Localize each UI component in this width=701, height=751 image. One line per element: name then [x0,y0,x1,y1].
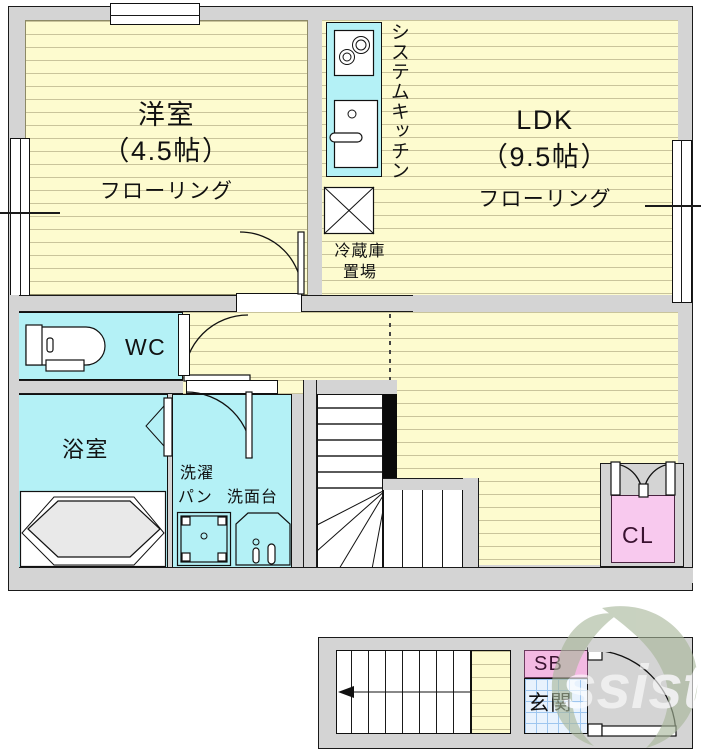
door-swing-hallway [183,314,251,382]
bathtub-icon [19,490,167,568]
upper-floor-left-wall [9,295,19,575]
room-western-size: （4.5帖） [102,136,231,166]
landing-wall [383,478,479,490]
room-ldk-finish: フローリング [478,188,612,211]
room-western-floor [25,20,308,295]
partition-wall-upper-horizontal [9,295,413,312]
landing-wall-right [463,478,479,578]
stair-tread-2 [318,423,382,425]
closet-door-swing[interactable] [609,461,679,498]
refrigerator-space-box [323,186,375,235]
entrance-wall-segment [588,640,610,652]
room-ldk-size: （9.5帖） [480,142,610,172]
window-western-top-mullion [110,15,200,16]
stair-tread-6 [318,487,382,489]
stair-tread-1 [318,407,382,409]
upper-floor-bottom-wall [9,567,693,583]
entrance-door-swing[interactable] [587,647,688,737]
window-ldk-right-mullion [681,140,682,303]
room-western-finish: フローリング [99,180,234,203]
stair-tread-5 [318,471,382,473]
room-closet [611,495,675,563]
cooktop-icon [333,29,375,77]
ground-stair-landing [471,650,511,734]
door-swing-western-room [239,231,305,295]
washer-pan-icon [176,511,232,567]
room-entrance-name: 玄関 [528,692,573,715]
window-western-left-center-mark [0,212,60,214]
vanity-icon [235,512,291,566]
room-ldk-floor [412,20,678,295]
stair-railing-wall [383,394,397,489]
system-kitchen-label: システムキッチン [387,22,409,181]
stair-landing-tread-3 [442,490,444,568]
stair-landing-tread-1 [402,490,404,568]
room-western-name: 洋室 [137,100,196,130]
refrigerator-space-label-line1: 冷蔵庫 [334,243,386,260]
stair-tread-3 [318,439,382,441]
vanity-label: 洗面台 [227,489,278,506]
window-ldk-right-center-mark [645,205,701,207]
stair-direction-arrow [338,686,472,698]
partition-wall-wc-bath [9,380,183,394]
door-swing-washroom [185,391,253,459]
bathroom-door[interactable] [145,397,174,457]
room-ldk-name: LDK [516,105,574,135]
doorway-washroom[interactable] [186,380,278,394]
stair-shaft-wall-left [303,380,317,578]
window-western-left-mullion [20,138,21,301]
room-shoe-box-name: SB [534,653,564,675]
window-ldk-right[interactable] [672,140,692,303]
washer-pan-label-line2: パン [178,489,213,506]
toilet-icon [25,324,106,372]
washer-pan-label-line1: 洗濯 [180,465,214,482]
refrigerator-space-label-line2: 置場 [343,264,377,281]
hallway-floor [183,312,413,380]
doorway-wc[interactable] [178,314,190,376]
stair-landing-tread-2 [422,490,424,568]
window-western-top[interactable] [110,3,200,25]
room-bathroom-name: 浴室 [62,437,109,462]
doorway-western-room[interactable] [236,293,302,314]
stair-void-dashed-line [389,314,391,380]
room-closet-name: CL [622,522,655,548]
stair-tread-4 [318,455,382,457]
sink-icon [329,99,379,169]
room-wc-name: WC [125,334,167,360]
